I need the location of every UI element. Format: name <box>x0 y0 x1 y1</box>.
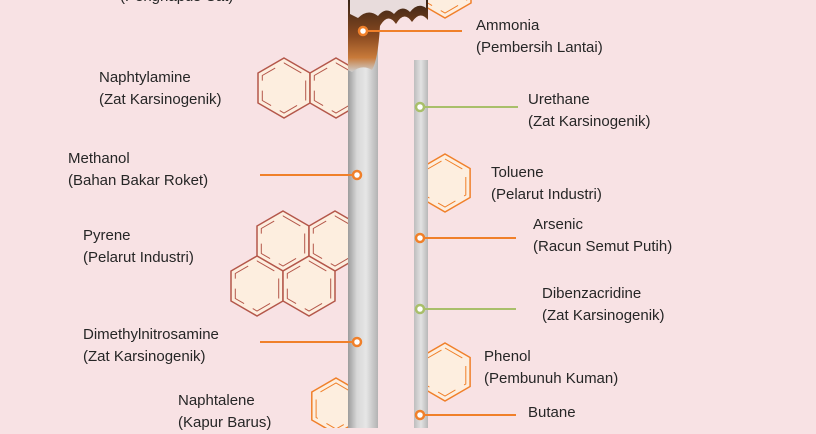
marker-dot-icon <box>414 409 426 421</box>
pyrene-ring-icon <box>282 255 336 317</box>
naphtylamine-ring-icon-inner <box>261 62 307 114</box>
marker-dot-icon <box>351 169 363 181</box>
marker-dot-icon <box>357 25 369 37</box>
chemical-use: (Kapur Barus) <box>178 414 272 431</box>
chemical-label: Naphtalene (Kapur Barus) <box>178 390 271 434</box>
chemical-label: (Penghapus Cat) <box>120 0 233 8</box>
chemical-use: (Zat Karsinogenik) <box>99 91 222 108</box>
pyrene-ring-icon-inner <box>312 215 358 267</box>
marker-dot-icon <box>414 303 426 315</box>
chemical-name: Butane <box>528 404 576 421</box>
chemical-use: (Pelarut Industri) <box>491 186 602 203</box>
chemical-name: Arsenic <box>533 216 584 233</box>
marker-dot-icon <box>414 232 426 244</box>
chemical-label: Dimethylnitrosamine (Zat Karsinogenik) <box>83 324 219 368</box>
cigarette-left <box>348 0 378 428</box>
penghapus-cat-ring-icon <box>418 0 472 19</box>
chemical-label: Urethane (Zat Karsinogenik) <box>528 89 651 133</box>
chemical-label: Phenol (Pembunuh Kuman) <box>484 346 618 390</box>
chemical-label: Methanol (Bahan Bakar Roket) <box>68 148 208 192</box>
chemical-label: Arsenic (Racun Semut Putih) <box>533 214 672 258</box>
naphtylamine-ring-icon-inner <box>313 62 359 114</box>
marker-dot-icon <box>351 336 363 348</box>
chemical-name: Methanol <box>68 150 130 167</box>
chemical-label: Naphtylamine (Zat Karsinogenik) <box>99 67 222 111</box>
pyrene-ring-icon-inner <box>286 260 332 312</box>
chemical-name: Dimethylnitrosamine <box>83 326 219 343</box>
chemical-use: (Pelarut Industri) <box>83 249 194 266</box>
chemical-label: Ammonia (Pembersih Lantai) <box>476 15 603 59</box>
chemical-name: Toluene <box>491 164 544 181</box>
chemical-name: Urethane <box>528 91 590 108</box>
chemical-use: (Zat Karsinogenik) <box>528 113 651 130</box>
pyrene-ring-icon-inner <box>260 215 306 267</box>
chemical-name: Ammonia <box>476 17 540 34</box>
chemical-use: (Zat Karsinogenik) <box>83 348 206 365</box>
penghapus-cat-ring-icon-inner <box>422 0 468 14</box>
chemical-use: (Racun Semut Putih) <box>533 238 673 255</box>
chemical-use: (Penghapus Cat) <box>120 0 233 8</box>
chemical-label: Butane <box>528 402 576 424</box>
cigarette-right <box>414 60 428 428</box>
pyrene-ring-icon-inner <box>234 260 280 312</box>
marker-dot-icon <box>414 101 426 113</box>
chemical-use: (Pembersih Lantai) <box>476 39 603 56</box>
chemical-label: Dibenzacridine (Zat Karsinogenik) <box>542 283 665 327</box>
chemical-label: Pyrene (Pelarut Industri) <box>83 225 194 269</box>
chemical-name: Pyrene <box>83 227 131 244</box>
chemical-name: Naphtalene <box>178 392 255 409</box>
burnt-tip <box>348 0 428 72</box>
chemical-label: Toluene (Pelarut Industri) <box>491 162 602 206</box>
chemical-use: (Pembunuh Kuman) <box>484 370 619 387</box>
ash <box>350 0 426 18</box>
chemical-name: Naphtylamine <box>99 69 191 86</box>
chemical-use: (Zat Karsinogenik) <box>542 307 665 324</box>
naphtylamine-ring-icon <box>257 57 311 119</box>
chemical-name: Phenol <box>484 348 531 365</box>
chemical-use: (Bahan Bakar Roket) <box>68 172 209 189</box>
chemical-name: Dibenzacridine <box>542 285 642 302</box>
